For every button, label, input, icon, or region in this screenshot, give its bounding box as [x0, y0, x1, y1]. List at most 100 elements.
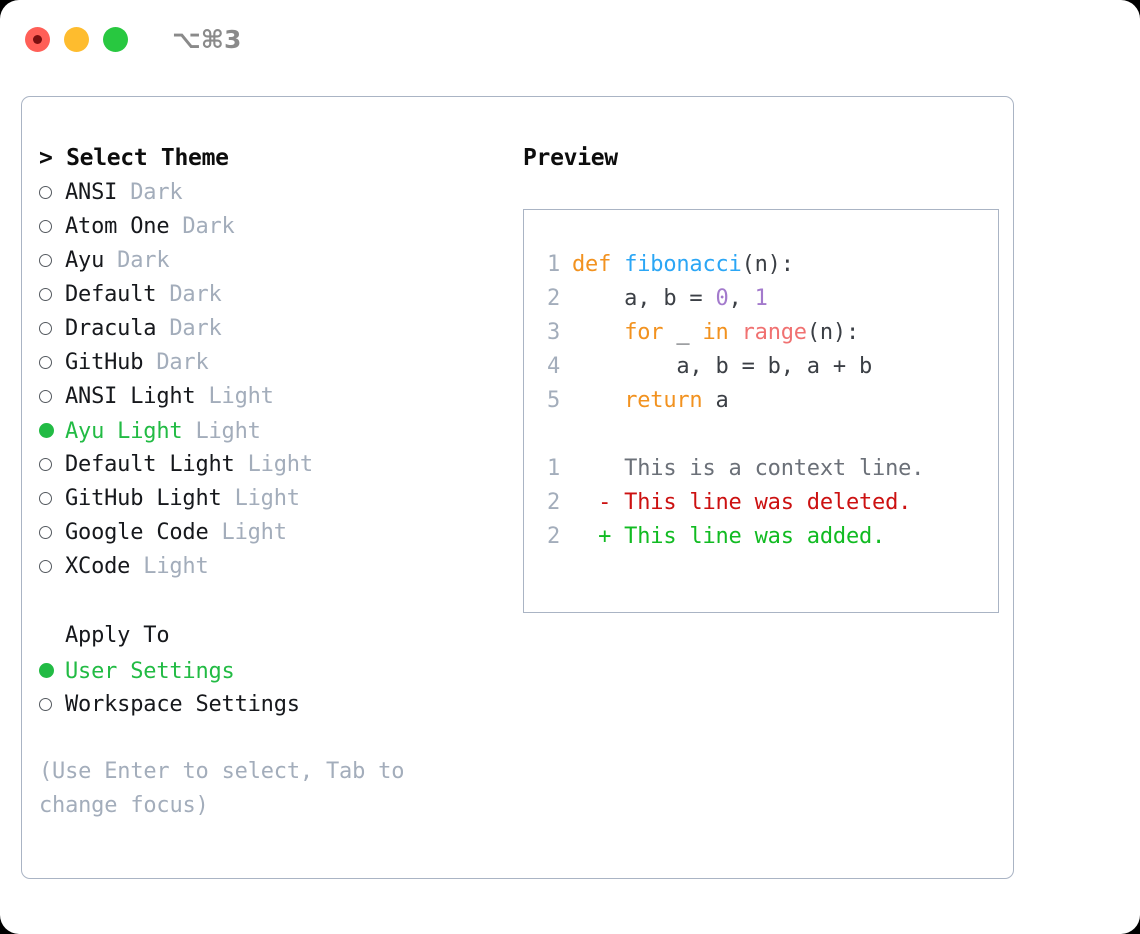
- theme-option-0[interactable]: ANSI Dark: [39, 175, 504, 209]
- theme-option-6[interactable]: ANSI Light Light: [39, 379, 504, 413]
- keyboard-hint-text: (Use Enter to select, Tab to change focu…: [39, 759, 405, 818]
- theme-variant-tag: Dark: [143, 349, 209, 375]
- theme-option-label: ANSI Light: [65, 383, 196, 409]
- title-bar: ⌥⌘3: [0, 0, 1140, 78]
- radio-glyph: [39, 321, 52, 335]
- code-diff-spacer: [542, 418, 998, 452]
- radio-unselected-icon[interactable]: [39, 345, 65, 379]
- theme-option-3[interactable]: Default Dark: [39, 277, 504, 311]
- close-button[interactable]: [25, 26, 50, 52]
- theme-variant-tag: Dark: [117, 179, 183, 205]
- theme-option-4[interactable]: Dracula Dark: [39, 311, 504, 345]
- diff-line-add: 2 + This line was added.: [542, 520, 998, 554]
- code-token-txt: a: [702, 388, 729, 413]
- theme-option-7[interactable]: Ayu Light Light: [39, 413, 504, 447]
- radio-glyph: [39, 355, 52, 369]
- minimize-button[interactable]: [64, 26, 89, 52]
- radio-glyph: [39, 219, 52, 233]
- close-icon: [33, 34, 42, 44]
- code-token-txt: [572, 388, 624, 413]
- theme-variant-tag: Dark: [156, 281, 222, 307]
- diff-line-text: This is a context line.: [572, 456, 925, 481]
- radio-unselected-icon[interactable]: [39, 209, 65, 243]
- theme-variant-tag: Dark: [104, 247, 170, 273]
- diff-sample: 1 This is a context line. 2 - This line w…: [542, 452, 998, 554]
- theme-option-2[interactable]: Ayu Dark: [39, 243, 504, 277]
- theme-option-label: Dracula: [65, 315, 157, 341]
- radio-unselected-icon[interactable]: [39, 243, 65, 277]
- theme-variant-tag: Light: [208, 519, 287, 545]
- radio-glyph: [39, 559, 52, 573]
- apply-to-option-0[interactable]: User Settings: [39, 653, 504, 687]
- line-number: 1: [546, 456, 560, 481]
- code-token-num: 1: [754, 286, 768, 311]
- section-spacer: [39, 583, 504, 619]
- radio-unselected-icon[interactable]: [39, 277, 65, 311]
- code-token-txt: (n):: [806, 320, 860, 345]
- code-token-txt: _: [663, 320, 703, 345]
- radio-unselected-icon[interactable]: [39, 175, 65, 209]
- theme-option-label: Atom One: [65, 213, 170, 239]
- code-token-num: 0: [715, 286, 729, 311]
- theme-option-5[interactable]: GitHub Dark: [39, 345, 504, 379]
- apply-to-option-1[interactable]: Workspace Settings: [39, 687, 504, 721]
- radio-unselected-icon[interactable]: [39, 687, 65, 721]
- radio-glyph: [39, 185, 52, 199]
- maximize-button[interactable]: [103, 26, 128, 52]
- radio-selected-icon[interactable]: [39, 413, 65, 447]
- radio-glyph: [39, 457, 52, 471]
- line-number: 2: [546, 524, 560, 549]
- theme-variant-tag: Dark: [156, 315, 222, 341]
- code-token-txt: [572, 320, 624, 345]
- line-number: 1: [546, 252, 560, 277]
- theme-variant-tag: Light: [221, 485, 300, 511]
- theme-option-label: Ayu Light: [65, 418, 183, 444]
- diff-line-text: - This line was deleted.: [572, 490, 912, 515]
- theme-option-label: ANSI: [65, 179, 118, 205]
- diff-line-del: 2 - This line was deleted.: [542, 486, 998, 520]
- code-token-txt: a, b =: [572, 286, 716, 311]
- theme-option-10[interactable]: Google Code Light: [39, 515, 504, 549]
- code-token-txt: [729, 320, 742, 345]
- select-theme-heading: > Select Theme: [39, 145, 229, 171]
- radio-glyph: [39, 253, 52, 267]
- line-number: 3: [546, 320, 560, 345]
- radio-unselected-icon[interactable]: [39, 515, 65, 549]
- theme-variant-tag: Light: [130, 553, 209, 579]
- radio-unselected-icon[interactable]: [39, 481, 65, 515]
- code-token-fn: fibonacci: [624, 252, 742, 277]
- radio-unselected-icon[interactable]: [39, 447, 65, 481]
- theme-option-label: XCode: [65, 553, 131, 579]
- theme-variant-tag: Light: [195, 383, 274, 409]
- radio-unselected-icon[interactable]: [39, 379, 65, 413]
- code-token-call: range: [741, 320, 807, 345]
- radio-unselected-icon[interactable]: [39, 311, 65, 345]
- radio-glyph: [39, 525, 52, 539]
- theme-option-1[interactable]: Atom One Dark: [39, 209, 504, 243]
- line-number: 2: [546, 490, 560, 515]
- keyboard-shortcut-label: ⌥⌘3: [172, 24, 242, 54]
- theme-option-label: Ayu: [65, 247, 105, 273]
- theme-variant-tag: Light: [182, 418, 261, 444]
- radio-unselected-icon[interactable]: [39, 549, 65, 583]
- line-number: 4: [546, 354, 560, 379]
- theme-option-8[interactable]: Default Light Light: [39, 447, 504, 481]
- theme-option-11[interactable]: XCode Light: [39, 549, 504, 583]
- theme-variant-tag: Dark: [169, 213, 235, 239]
- radio-selected-icon[interactable]: [39, 653, 65, 687]
- apply-to-option-label: User Settings: [65, 658, 235, 684]
- theme-option-9[interactable]: GitHub Light Light: [39, 481, 504, 515]
- code-line: 3 for _ in range(n):: [542, 316, 998, 350]
- theme-option-label: Google Code: [65, 519, 209, 545]
- theme-option-label: Default: [65, 281, 157, 307]
- radio-glyph: [39, 389, 52, 403]
- theme-option-label: GitHub Light: [65, 485, 222, 511]
- code-token-kw: for: [624, 320, 664, 345]
- radio-glyph: [39, 287, 52, 301]
- radio-glyph: [39, 491, 52, 505]
